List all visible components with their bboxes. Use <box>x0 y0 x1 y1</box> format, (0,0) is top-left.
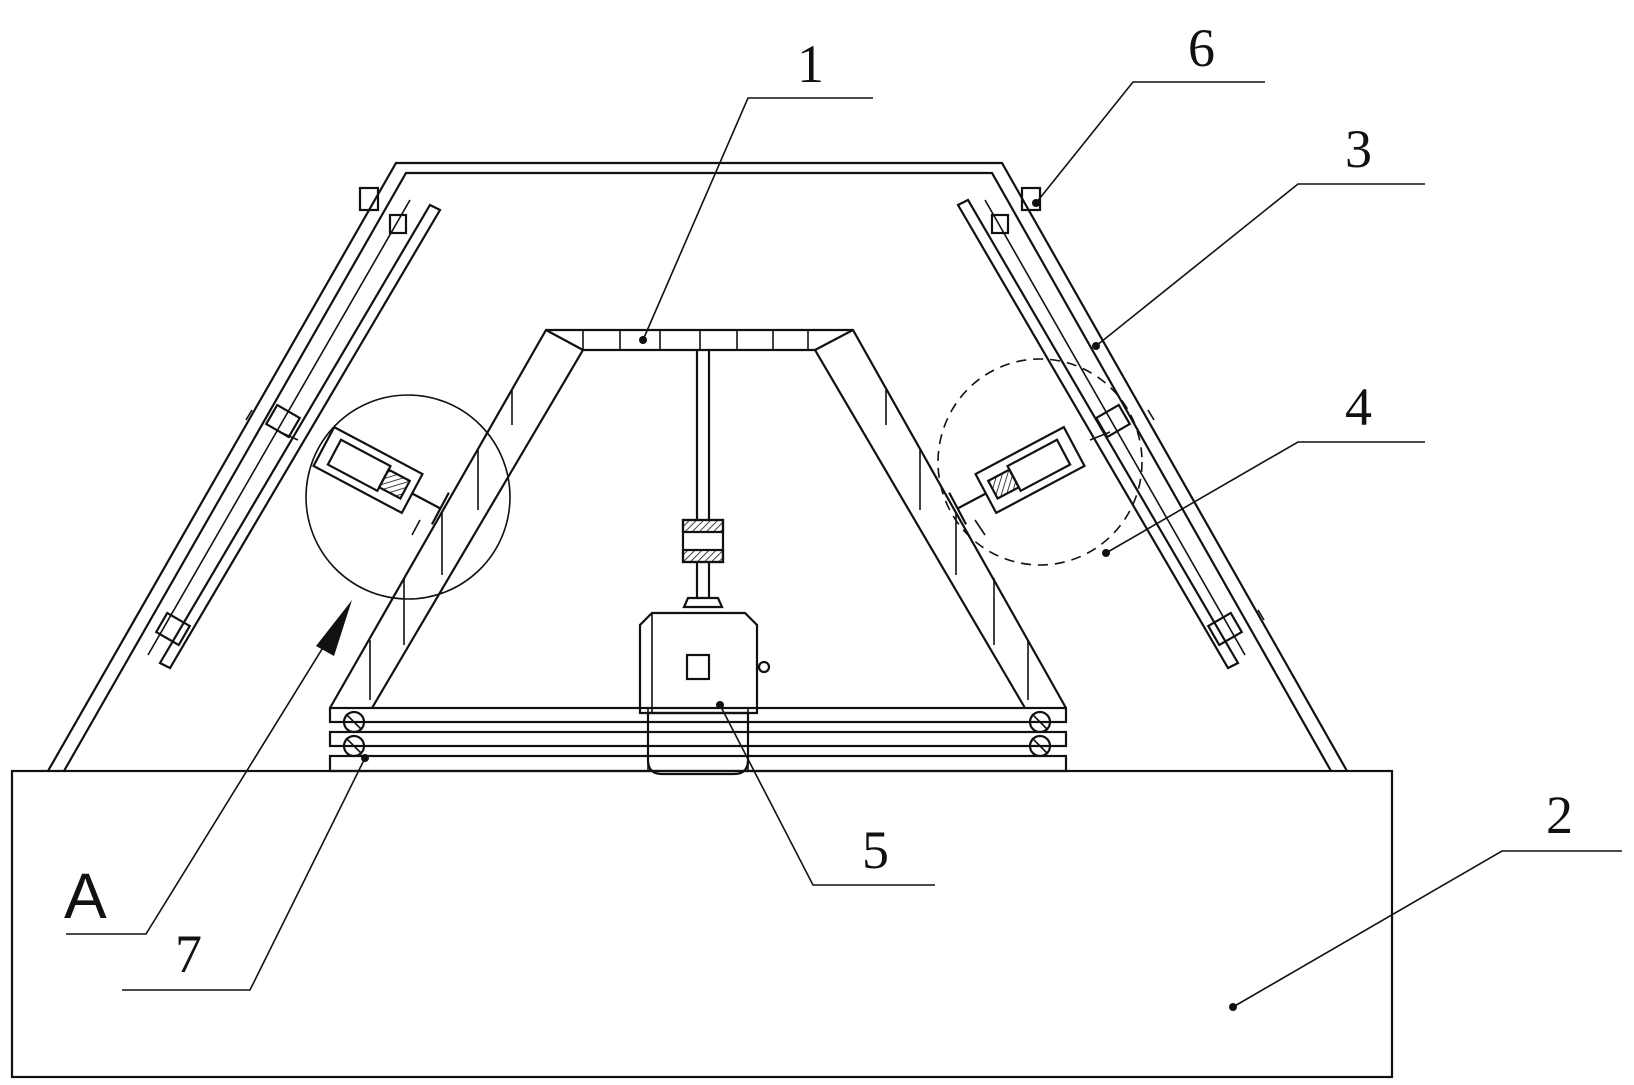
label-detail-a: A <box>64 860 107 932</box>
layered-plates <box>330 708 1066 771</box>
label-7: 7 <box>175 924 202 984</box>
leader-lines <box>66 82 1622 1011</box>
motor <box>640 613 769 774</box>
label-4: 4 <box>1345 377 1372 437</box>
label-3: 3 <box>1345 119 1372 179</box>
left-actuator <box>280 395 510 599</box>
label-6: 6 <box>1188 18 1215 78</box>
central-shaft <box>683 350 723 607</box>
label-2: 2 <box>1546 785 1573 845</box>
label-5: 5 <box>862 820 889 880</box>
label-1: 1 <box>797 34 824 94</box>
